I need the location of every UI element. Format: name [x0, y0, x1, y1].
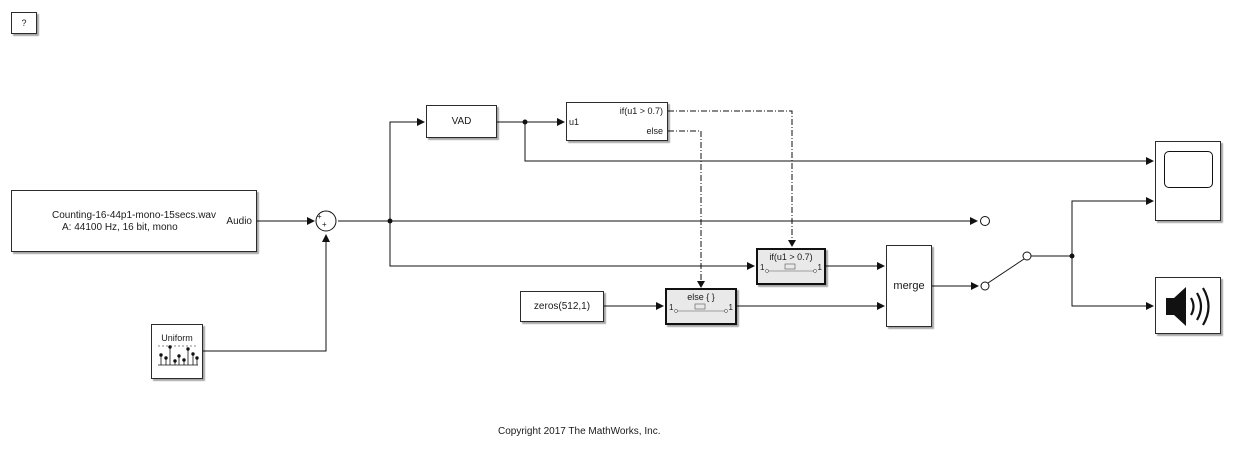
sum-block[interactable]: [315, 210, 337, 232]
action-if-arrowhead: [788, 240, 796, 247]
sum-sign-bottom: +: [322, 220, 327, 229]
if-action-in-port: 1: [760, 263, 765, 272]
wire-to-vad: [389, 118, 425, 221]
if-input-port: u1: [569, 117, 580, 127]
speaker-icon: [1166, 287, 1210, 326]
branch-point: [522, 119, 528, 125]
manual-switch[interactable]: [980, 251, 1032, 291]
else-action-out-port: 1: [728, 303, 733, 312]
branch-point: [387, 218, 393, 224]
if-action-subsystem[interactable]: if(u1 > 0.7) 1 1: [756, 248, 826, 285]
wire-action-if: [668, 110, 793, 240]
else-action-in-port: 1: [669, 303, 674, 312]
else-action-subsystem[interactable]: else { } 1 1: [665, 288, 737, 325]
terminator[interactable]: [980, 216, 990, 226]
scope-screen-icon: [1164, 151, 1213, 188]
time-scope-block[interactable]: [1155, 141, 1221, 221]
subsystem-icon: [674, 303, 728, 313]
uniform-noise-label: Uniform: [161, 333, 193, 343]
audio-file-name: Counting-16-44p1-mono-15secs.wav: [52, 210, 216, 221]
audio-port-label: Audio: [226, 216, 252, 227]
zeros-label: zeros(512,1): [533, 301, 591, 312]
wire-to-scope: [1071, 197, 1154, 256]
zeros-constant-block[interactable]: zeros(512,1): [520, 291, 604, 322]
audio-device-writer-block[interactable]: [1155, 277, 1221, 334]
branch-point: [1069, 253, 1075, 259]
wire-vad-to-scope: [524, 122, 1154, 165]
if-output-else: else: [646, 126, 663, 136]
wire-action-else: [668, 130, 702, 281]
merge-label: merge: [893, 280, 925, 292]
action-else-arrowhead: [697, 281, 705, 288]
audio-file-reader-block[interactable]: Counting-16-44p1-mono-15secs.wav A: 4410…: [11, 190, 257, 252]
wire-to-if-action: [389, 221, 755, 270]
if-block[interactable]: u1 if(u1 > 0.7) else: [566, 102, 668, 141]
stem-plot-icon: [158, 345, 199, 366]
copyright-text: Copyright 2017 The MathWorks, Inc.: [498, 426, 661, 437]
if-output-if: if(u1 > 0.7): [619, 106, 663, 116]
else-action-title: else { }: [687, 292, 715, 302]
uniform-noise-block[interactable]: Uniform: [151, 324, 203, 379]
wire-to-speaker: [1071, 256, 1154, 310]
subsystem-icon: [765, 263, 817, 273]
vad-block[interactable]: VAD: [426, 105, 497, 138]
merge-block[interactable]: merge: [886, 245, 932, 327]
if-action-out-port: 1: [817, 263, 822, 272]
vad-label: VAD: [451, 116, 472, 127]
help-button-label: ?: [21, 18, 27, 28]
help-button[interactable]: ?: [11, 12, 37, 34]
audio-file-format: A: 44100 Hz, 16 bit, mono: [62, 222, 178, 233]
if-action-title: if(u1 > 0.7): [769, 252, 813, 262]
wire-noise-to-sum: [203, 234, 330, 352]
sum-sign-top: +: [317, 212, 322, 221]
